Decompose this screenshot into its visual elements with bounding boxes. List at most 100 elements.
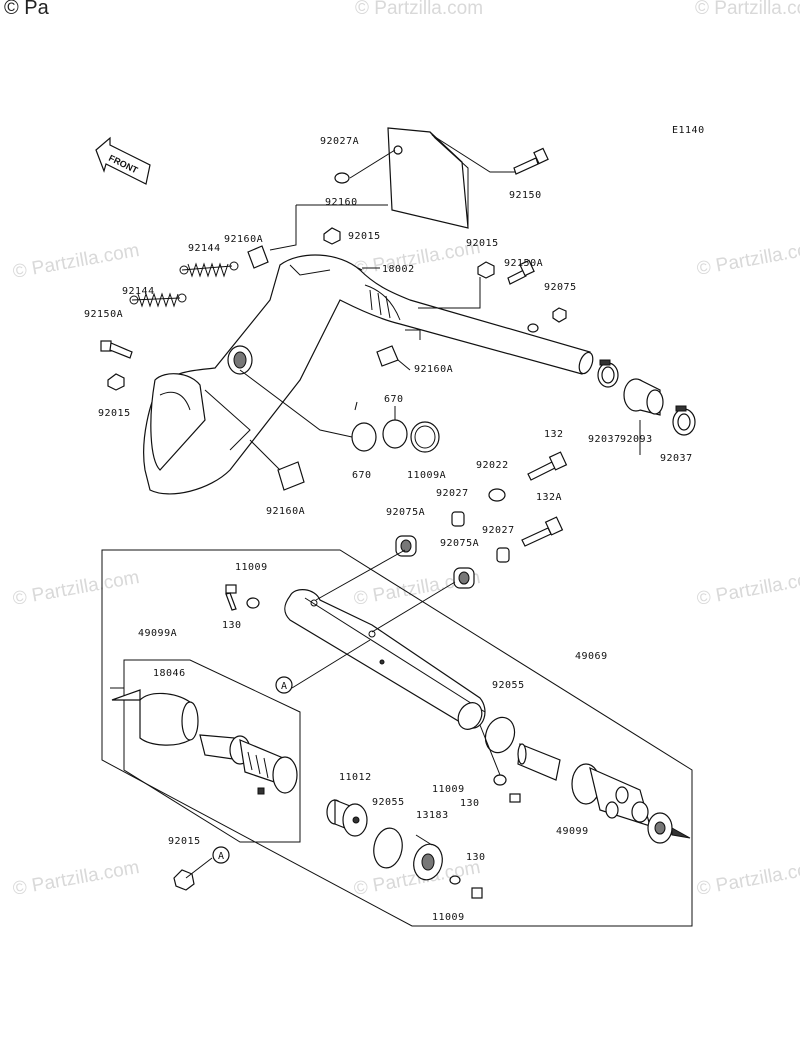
end-cap-11012 [326, 799, 368, 837]
bracket-92160a [247, 245, 269, 269]
washer [527, 323, 539, 333]
collar-92027 [451, 511, 465, 527]
spring-92144-upper [179, 261, 239, 278]
diagram-code: E1140 [672, 125, 705, 136]
watermark-text: © Partzilla.com [355, 0, 483, 19]
callout-label: 130 [222, 620, 242, 631]
collar-92027 [496, 547, 510, 563]
bracket-92160a-bottom [277, 461, 305, 491]
nut-92015 [323, 227, 341, 245]
plate-13183 [413, 843, 443, 881]
callout-label: 92144 [122, 286, 155, 297]
watermark-text: © Partzilla.com [11, 567, 141, 610]
leader-line [397, 359, 411, 371]
callout-label: 92160 [325, 197, 358, 208]
bracket-92160a-right [376, 345, 399, 367]
callout-label: 13183 [416, 810, 449, 821]
grommet-92075a-upper [395, 535, 417, 557]
nut-92015-left [107, 373, 125, 391]
watermark-text: © Partzilla.com [11, 240, 141, 283]
callout-label: 49069 [575, 651, 608, 662]
grommet-92075 [552, 307, 567, 323]
callout-label: 92027 [482, 525, 515, 536]
grommet-92075a-lower [453, 567, 475, 589]
callout-label: 92160A [224, 234, 263, 245]
callout-label: 92150 [509, 190, 542, 201]
washer-11009-lower [449, 875, 461, 885]
callout-label: 92037 [660, 453, 693, 464]
callout-label: 11012 [339, 772, 372, 783]
callout-label: 49099A [138, 628, 177, 639]
callout-label: 132 [544, 429, 564, 440]
callout-label: 92075A [440, 538, 479, 549]
leader-line [479, 724, 501, 776]
nut-92015-bottom [173, 869, 195, 891]
joint-pipe-92093 [623, 378, 664, 416]
callout-label: 11009 [432, 784, 465, 795]
exhaust-pipe-18002 [143, 254, 594, 495]
heat-shield-plate [387, 127, 469, 229]
callout-labels: 92027A 92160 92150 92160A 92015 92015 18… [84, 136, 693, 923]
inner-pipe-49099a [199, 734, 298, 795]
callout-label: 130 [466, 852, 486, 863]
watermark-top-left: © Pa [4, 0, 50, 19]
gasket-92055-lower [373, 827, 403, 869]
clamp-92037-left [597, 359, 619, 388]
callout-label: 132A [536, 492, 562, 503]
bolt-130-lower [471, 887, 483, 899]
callout-label: 18046 [153, 668, 186, 679]
bolt-92150a-left [100, 340, 133, 359]
callout-label: 92015 [466, 238, 499, 249]
watermark-text: © Partzilla.com [695, 567, 800, 610]
callout-label: 92144 [188, 243, 221, 254]
reference-mark-a [275, 676, 293, 694]
gaskets-group [351, 419, 440, 453]
silencer-body-49069 [284, 589, 486, 730]
washer-11009-center [493, 774, 507, 786]
watermark-text: © Partzilla.com [695, 857, 800, 900]
callout-label: 92160A [266, 506, 305, 517]
callout-label: 92015 [98, 408, 131, 419]
callout-label: 49099 [556, 826, 589, 837]
clamp-92037-right [672, 405, 696, 436]
watermark-text: © Partzilla.com [11, 857, 141, 900]
bolt-130-center [509, 793, 521, 803]
callout-label: 92037 [588, 434, 621, 445]
callout-label: 92015 [348, 231, 381, 242]
leader-line [269, 205, 297, 251]
leader-line [371, 581, 456, 633]
callout-label: 18002 [382, 264, 415, 275]
washer-92022 [488, 488, 506, 502]
gasket-92055-upper [484, 716, 516, 754]
tail-pipe-49099 [517, 743, 691, 844]
spring-92144-lower [129, 292, 187, 308]
gasket-670 [382, 419, 408, 449]
washer-92027a [334, 172, 350, 184]
bolt-132a [521, 516, 564, 547]
washer-11009-upper [246, 597, 260, 609]
callout-label: 11009 [432, 912, 465, 923]
silencer-assembly-outline [101, 549, 693, 927]
callout-label: 92055 [492, 680, 525, 691]
leader-line [315, 549, 406, 601]
leader-line [431, 134, 516, 173]
front-arrow-icon: FRONT [95, 136, 151, 185]
callout-label: 92150A [84, 309, 123, 320]
callout-label: 92150A [504, 258, 543, 269]
nut-92015-right [477, 261, 495, 279]
reference-mark-a-label: A [218, 851, 225, 862]
bolt-132 [527, 451, 568, 481]
leader-line [405, 329, 421, 340]
callout-label: 670 [384, 394, 404, 405]
callout-label: 92027 [436, 488, 469, 499]
callout-label: 92093 [620, 434, 653, 445]
leader-line [418, 277, 481, 309]
callout-label: 670 [352, 470, 372, 481]
reference-mark-a [212, 846, 230, 864]
leader-line [349, 149, 396, 179]
watermark-text: © Partzilla.com [352, 237, 482, 280]
inner-tube-18046 [111, 689, 199, 746]
callout-label: 92055 [372, 797, 405, 808]
